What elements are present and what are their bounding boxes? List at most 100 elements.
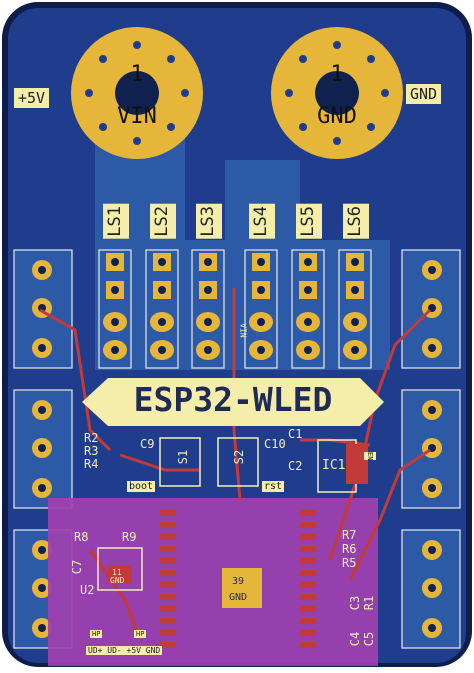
hp-tag-1: HP bbox=[90, 630, 103, 638]
u2-label: U2 bbox=[80, 583, 95, 597]
c2-label: C2 bbox=[288, 459, 303, 473]
terminal-hole bbox=[38, 444, 46, 452]
module-pin-right bbox=[300, 570, 316, 576]
board-title: ESP32-WLED bbox=[133, 380, 333, 419]
c4-label: C4 bbox=[348, 631, 363, 647]
terminal-hole bbox=[428, 546, 436, 554]
module-pins bbox=[160, 510, 316, 648]
vin-pad-number: 1 bbox=[130, 62, 144, 87]
led-header-3[interactable] bbox=[191, 249, 225, 369]
gnd-pad-number: 1 bbox=[330, 62, 344, 87]
s2-outline bbox=[217, 437, 259, 487]
rst-tag: rst bbox=[262, 481, 285, 492]
module-pin-right bbox=[300, 510, 316, 516]
vin-pad[interactable] bbox=[71, 27, 203, 159]
module-pin-right bbox=[300, 630, 316, 636]
usb-label: UD+ UD- +5V GND bbox=[86, 646, 163, 655]
led-header-5[interactable] bbox=[291, 249, 325, 369]
terminal-hole bbox=[38, 406, 46, 414]
boot-tag: boot bbox=[127, 481, 156, 492]
terminal-hole bbox=[38, 484, 46, 492]
s1-outline bbox=[159, 437, 201, 487]
terminal-hole bbox=[428, 484, 436, 492]
terminal-hole bbox=[38, 546, 46, 554]
r5-label: R5 bbox=[342, 556, 357, 570]
c9-label: C9 bbox=[140, 437, 155, 451]
module-pin-right bbox=[300, 594, 316, 600]
module-pin-left bbox=[160, 630, 176, 636]
led-header-4[interactable] bbox=[244, 249, 278, 369]
terminal-hole bbox=[428, 344, 436, 352]
module-pin-left bbox=[160, 558, 176, 564]
module-pin-right bbox=[300, 546, 316, 552]
led-header-2[interactable] bbox=[145, 249, 179, 369]
module-pin-left bbox=[160, 606, 176, 612]
r3-label: R3 bbox=[84, 444, 99, 458]
plus5v-tag: +5V bbox=[14, 88, 50, 108]
module-pin-right bbox=[300, 522, 316, 528]
ic1-label: IC1 bbox=[322, 458, 346, 473]
u2-outline bbox=[97, 547, 143, 591]
c7-label: C7 bbox=[70, 559, 85, 575]
ls5-label: LS5 bbox=[296, 204, 322, 239]
u2-thermal-pad bbox=[108, 566, 132, 584]
c1-label: C1 bbox=[288, 427, 303, 441]
u2-pad-name: GND bbox=[110, 576, 125, 585]
c5-label: C5 bbox=[362, 631, 377, 647]
led-header-pads bbox=[98, 249, 372, 369]
module-pin-left bbox=[160, 594, 176, 600]
title-banner bbox=[82, 378, 384, 426]
module-pin-name: GND bbox=[229, 592, 248, 603]
ls2-label: LS2 bbox=[150, 204, 176, 239]
module-pin-right bbox=[300, 558, 316, 564]
module-pin-right bbox=[300, 534, 316, 540]
terminal-hole bbox=[38, 584, 46, 592]
terminal-hole bbox=[428, 406, 436, 414]
module-gnd-pad bbox=[222, 568, 262, 608]
esp32-module-footprint bbox=[48, 498, 378, 666]
module-pin-right bbox=[300, 642, 316, 648]
ic1-pads bbox=[346, 444, 368, 484]
gnd-tag: GND bbox=[406, 84, 442, 104]
gnd-pad[interactable] bbox=[271, 27, 403, 159]
terminal-hole bbox=[38, 266, 46, 274]
terminal-hole bbox=[428, 266, 436, 274]
module-pin-left bbox=[160, 570, 176, 576]
r9-label: R9 bbox=[122, 530, 137, 544]
module-pin-left bbox=[160, 582, 176, 588]
u2-pad-number: 11 bbox=[112, 568, 122, 577]
r2-label: R2 bbox=[84, 431, 99, 445]
led-header-6[interactable] bbox=[338, 249, 372, 369]
module-pin-left bbox=[160, 534, 176, 540]
s1-label: S1 bbox=[176, 449, 191, 465]
terminal-hole bbox=[428, 624, 436, 632]
copper-pour-top bbox=[95, 120, 390, 370]
r1-label: R1 bbox=[362, 595, 377, 611]
hp-tag-2: HP bbox=[134, 630, 147, 638]
ls1-label: LS1 bbox=[103, 204, 129, 239]
ls4-label: LS4 bbox=[249, 204, 275, 239]
module-pin-left bbox=[160, 510, 176, 516]
led-header-1[interactable] bbox=[98, 249, 132, 369]
module-pin-left bbox=[160, 546, 176, 552]
module-pin-left bbox=[160, 618, 176, 624]
terminal-hole bbox=[428, 584, 436, 592]
gnd-pad-name: GND bbox=[317, 104, 357, 129]
terminal-hole bbox=[38, 344, 46, 352]
module-pin-number: 39 bbox=[232, 576, 245, 587]
en-tag: EN bbox=[364, 452, 376, 461]
r8-label: R8 bbox=[74, 530, 89, 544]
r7-label: R7 bbox=[342, 528, 357, 542]
ls3-label: LS3 bbox=[196, 204, 222, 239]
module-pin-left bbox=[160, 522, 176, 528]
vin-trace-label: VIN bbox=[238, 323, 248, 338]
c3-label: C3 bbox=[348, 595, 363, 611]
s2-label: S2 bbox=[232, 449, 247, 465]
c10-label: C10 bbox=[264, 437, 286, 451]
ls6-label: LS6 bbox=[343, 204, 369, 239]
module-pin-left bbox=[160, 642, 176, 648]
module-pin-right bbox=[300, 582, 316, 588]
vin-pad-name: VIN bbox=[117, 104, 157, 129]
